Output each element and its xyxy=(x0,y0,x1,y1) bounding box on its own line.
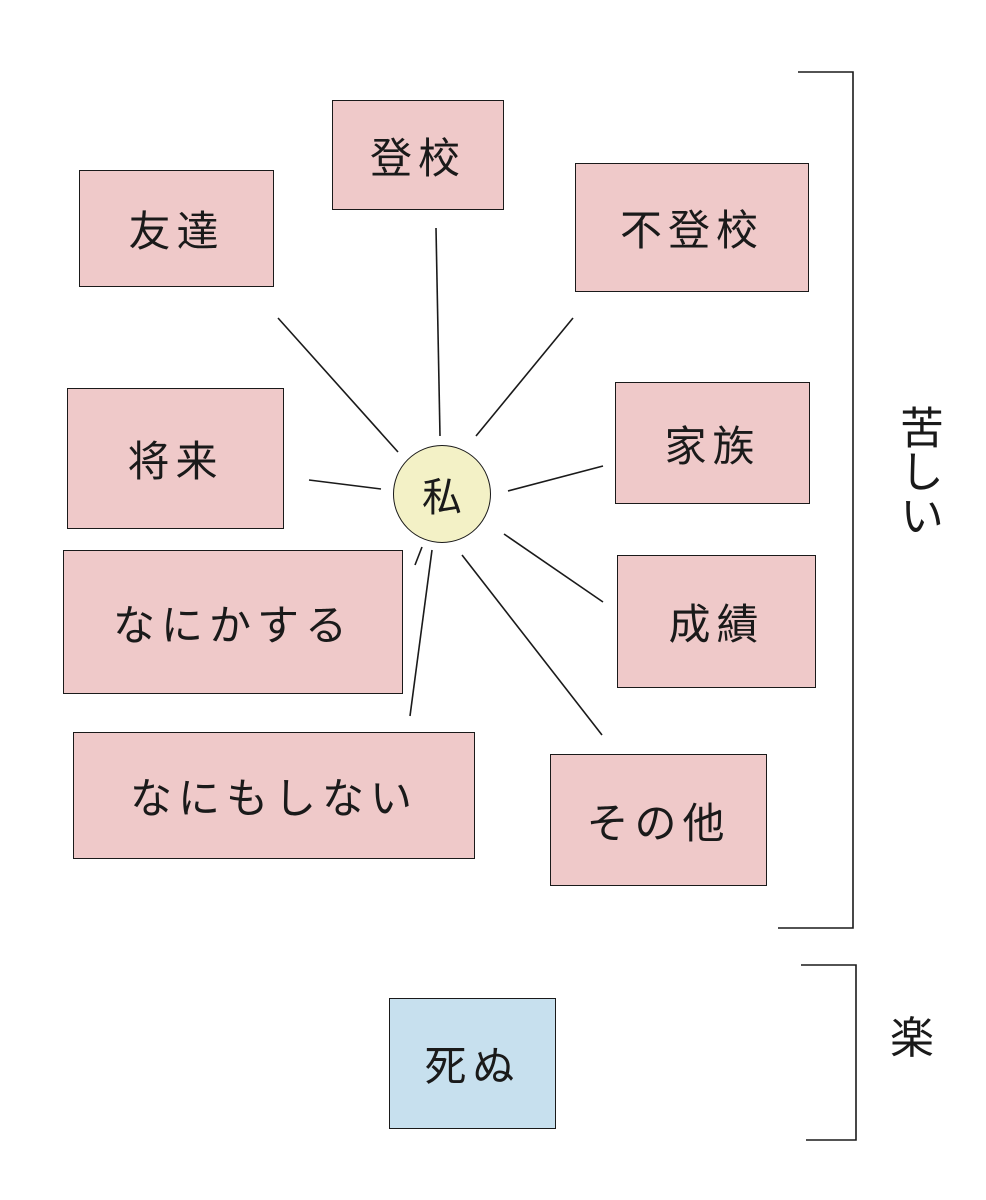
connector-toukou xyxy=(435,227,441,437)
item-kazoku-label: 家族 xyxy=(664,421,761,471)
item-seiseki-label: 成績 xyxy=(668,600,765,649)
item-toukou: 登校 xyxy=(332,100,504,210)
item-seiseki: 成績 xyxy=(617,555,816,688)
connector-futoukou xyxy=(475,317,574,437)
bracket-upper-label: 苦しい xyxy=(892,405,943,537)
connector-sonota xyxy=(461,554,603,736)
item-nanika-suru: なにかする xyxy=(63,550,403,694)
item-shourai: 将来 xyxy=(67,388,284,529)
item-kazoku: 家族 xyxy=(615,382,810,504)
center-node-label: 私 xyxy=(422,475,462,521)
bracket-upper xyxy=(778,71,854,929)
item-futoukou: 不登校 xyxy=(575,163,809,292)
item-nanika-suru-label: なにかする xyxy=(112,600,353,650)
connector-kazoku xyxy=(507,465,604,492)
bracket-lower xyxy=(801,964,857,1141)
item-sonota: その他 xyxy=(550,754,767,886)
item-sonota-label: その他 xyxy=(586,798,731,848)
bracket-lower-label: 楽 xyxy=(890,1013,934,1064)
connector-seiseki xyxy=(503,533,604,603)
item-tomodachi-label: 友達 xyxy=(128,207,225,256)
connector-tomodachi xyxy=(277,317,399,453)
connector-shourai xyxy=(308,479,382,490)
connector-nanika-suru xyxy=(414,546,423,566)
item-nanimo-shinai-label: なにもしない xyxy=(129,774,418,823)
center-node: 私 xyxy=(393,445,491,543)
connector-nanimo-shinai xyxy=(409,549,433,717)
item-shinu: 死ぬ xyxy=(389,998,556,1129)
item-shourai-label: 将来 xyxy=(127,437,224,486)
item-tomodachi: 友達 xyxy=(79,170,274,287)
item-nanimo-shinai: なにもしない xyxy=(73,732,475,859)
item-shinu-label: 死ぬ xyxy=(424,1042,521,1091)
item-futoukou-label: 不登校 xyxy=(619,206,764,255)
item-toukou-label: 登校 xyxy=(369,133,466,183)
